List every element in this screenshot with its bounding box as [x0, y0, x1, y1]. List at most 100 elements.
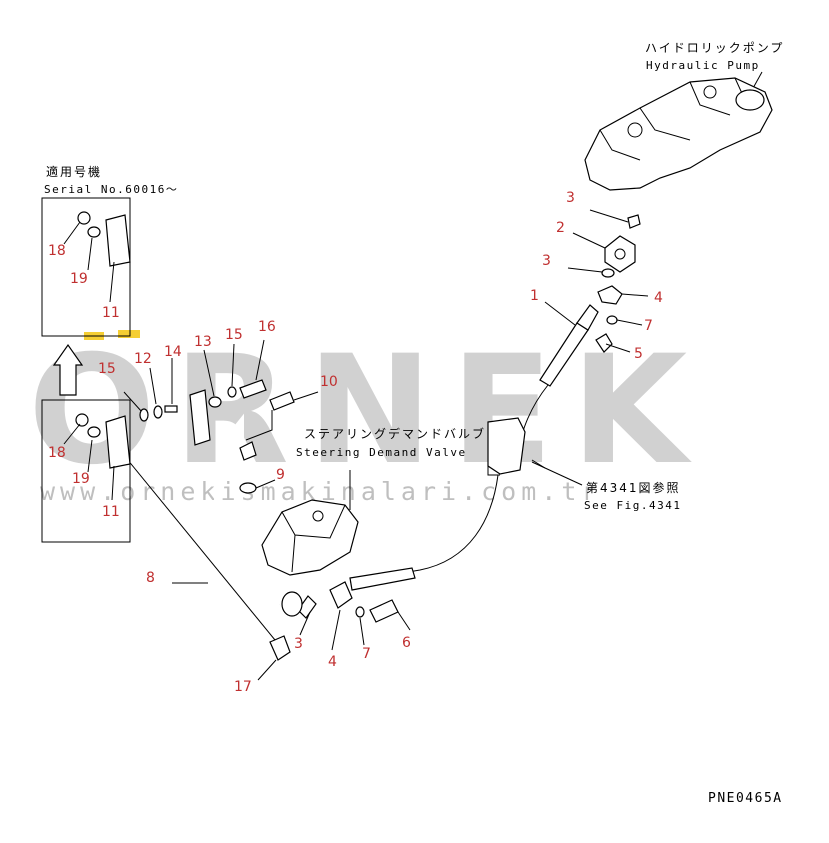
hydraulic-pump: ハイドロリックポンプ Hydraulic Pump: [584, 41, 782, 191]
leader-15-left: [123, 391, 143, 413]
part-number-5: 5: [634, 346, 643, 362]
washer-7-bottom: [355, 606, 365, 618]
o-ring-3-bottom: [297, 595, 317, 619]
inset-washer-19-bottom: [87, 426, 101, 438]
steering-demand-valve: ステアリングデマンドバルブ Steering Demand Valve: [261, 426, 486, 576]
flange-2-hole: [614, 248, 626, 260]
valve-port: [312, 510, 324, 522]
leader-9: [255, 479, 276, 489]
part-number-11-bottom: 11: [102, 504, 120, 520]
clip-17: [269, 635, 291, 661]
serial-inset-frame-top: [41, 197, 131, 337]
leader-4-top: [621, 293, 649, 297]
pipe-8: [172, 413, 303, 625]
inset-nut-18-bottom: [75, 413, 89, 427]
washer-7-top: [606, 315, 618, 325]
watermark-brand: ORNEK: [28, 324, 705, 498]
part-number-19-top: 19: [70, 271, 88, 287]
hose-1-fitting: [576, 304, 599, 331]
leader-see-fig: [531, 461, 583, 486]
hose-lower: [349, 474, 499, 583]
split-flange-4-top: [597, 285, 623, 305]
steering-valve-jp-label: ステアリングデマンドバルブ: [304, 426, 486, 441]
leader-10: [293, 391, 319, 401]
part-number-4-top: 4: [654, 290, 663, 306]
part-number-3-bottom: 3: [294, 636, 303, 652]
leader-1: [544, 301, 576, 326]
leader-16: [255, 339, 265, 381]
part-number-7-bottom: 7: [362, 646, 371, 662]
bracket-plate: [189, 389, 211, 446]
split-flange-4-bottom: [329, 581, 353, 609]
leader-7-bottom: [359, 617, 365, 646]
clamp-outline: [487, 422, 500, 476]
upgrade-arrow-icon: [52, 343, 84, 396]
part-number-2: 2: [556, 220, 565, 236]
leader-3-top: [589, 209, 629, 223]
pump-body: [584, 77, 773, 191]
leader-3-mid: [567, 267, 603, 273]
flange-2: [604, 235, 636, 273]
leader-2: [572, 232, 606, 249]
part-number-12: 12: [134, 351, 152, 367]
washer-15: [139, 408, 149, 422]
serial-jp-label: 適用号機: [46, 164, 102, 179]
part-number-4-bottom: 4: [328, 654, 337, 670]
o-ring-3-top: [627, 214, 641, 229]
pipe-clip: [239, 441, 257, 461]
part-number-1: 1: [530, 288, 539, 304]
leader-3-bottom: [299, 611, 311, 636]
see-fig-jp-label: 第4341図参照: [586, 480, 681, 495]
arrow-see-fig: [531, 459, 546, 469]
bolt-6: [369, 599, 399, 623]
leader-17: [257, 659, 277, 681]
bolt-5: [595, 333, 613, 353]
hose-lower-sleeve: [349, 567, 416, 591]
pump-port: [627, 122, 643, 138]
inset-bracket-11-top: [105, 214, 131, 267]
pipe-8-inner: [200, 413, 281, 625]
pipe-clip-leader: [117, 447, 276, 641]
clamp-bracket: [487, 417, 526, 475]
inset-bracket-11-bottom: [105, 415, 131, 469]
hydraulic-pump-en-label: Hydraulic Pump: [646, 59, 760, 72]
leader-13: [203, 349, 215, 397]
part-number-3-top: 3: [566, 190, 575, 206]
serial-en-label: Serial No.60016～: [44, 183, 178, 196]
part-number-6: 6: [402, 635, 411, 651]
bolt-16: [239, 379, 267, 399]
o-ring-3-mid: [601, 268, 615, 278]
leader-6: [397, 611, 411, 631]
o-ring-9: [239, 482, 257, 494]
part-number-labels: 1 2 3 3 3 4 4 5 6 7 7 8 9 10 11 11 12 13…: [48, 190, 663, 695]
pump-flange: [735, 89, 765, 111]
nut-12: [153, 405, 163, 419]
leader-7-top: [616, 319, 643, 326]
valve-body: [261, 499, 359, 576]
pipe-8-flange: [281, 591, 303, 617]
inset-washer-19-top: [87, 226, 101, 238]
leader-4-bottom: [331, 609, 341, 651]
figure-code: PNE0465A: [708, 791, 783, 806]
part-number-9: 9: [276, 467, 285, 483]
watermark-accent-right: [118, 330, 140, 338]
part-number-18-bottom: 18: [48, 445, 66, 461]
serial-inset-frame-bottom: [41, 399, 131, 543]
leader-12: [149, 367, 157, 405]
part-number-17: 17: [234, 679, 252, 695]
part-number-11-top: 11: [102, 305, 120, 321]
bolt-10: [269, 391, 295, 411]
part-number-10: 10: [320, 374, 338, 390]
see-fig-en-label: See Fig.4341: [584, 499, 681, 512]
pump-detail: [599, 77, 746, 161]
part-number-16: 16: [258, 319, 276, 335]
part-number-19-bottom: 19: [72, 471, 90, 487]
part-number-14: 14: [164, 344, 182, 360]
part-number-15-right: 15: [225, 327, 243, 343]
steering-valve-en-label: Steering Demand Valve: [296, 446, 467, 459]
inset-nut-18-top: [77, 211, 91, 225]
leader-5: [605, 343, 631, 353]
clamp-13: [208, 396, 222, 408]
pipe-clip-link: [245, 410, 273, 441]
